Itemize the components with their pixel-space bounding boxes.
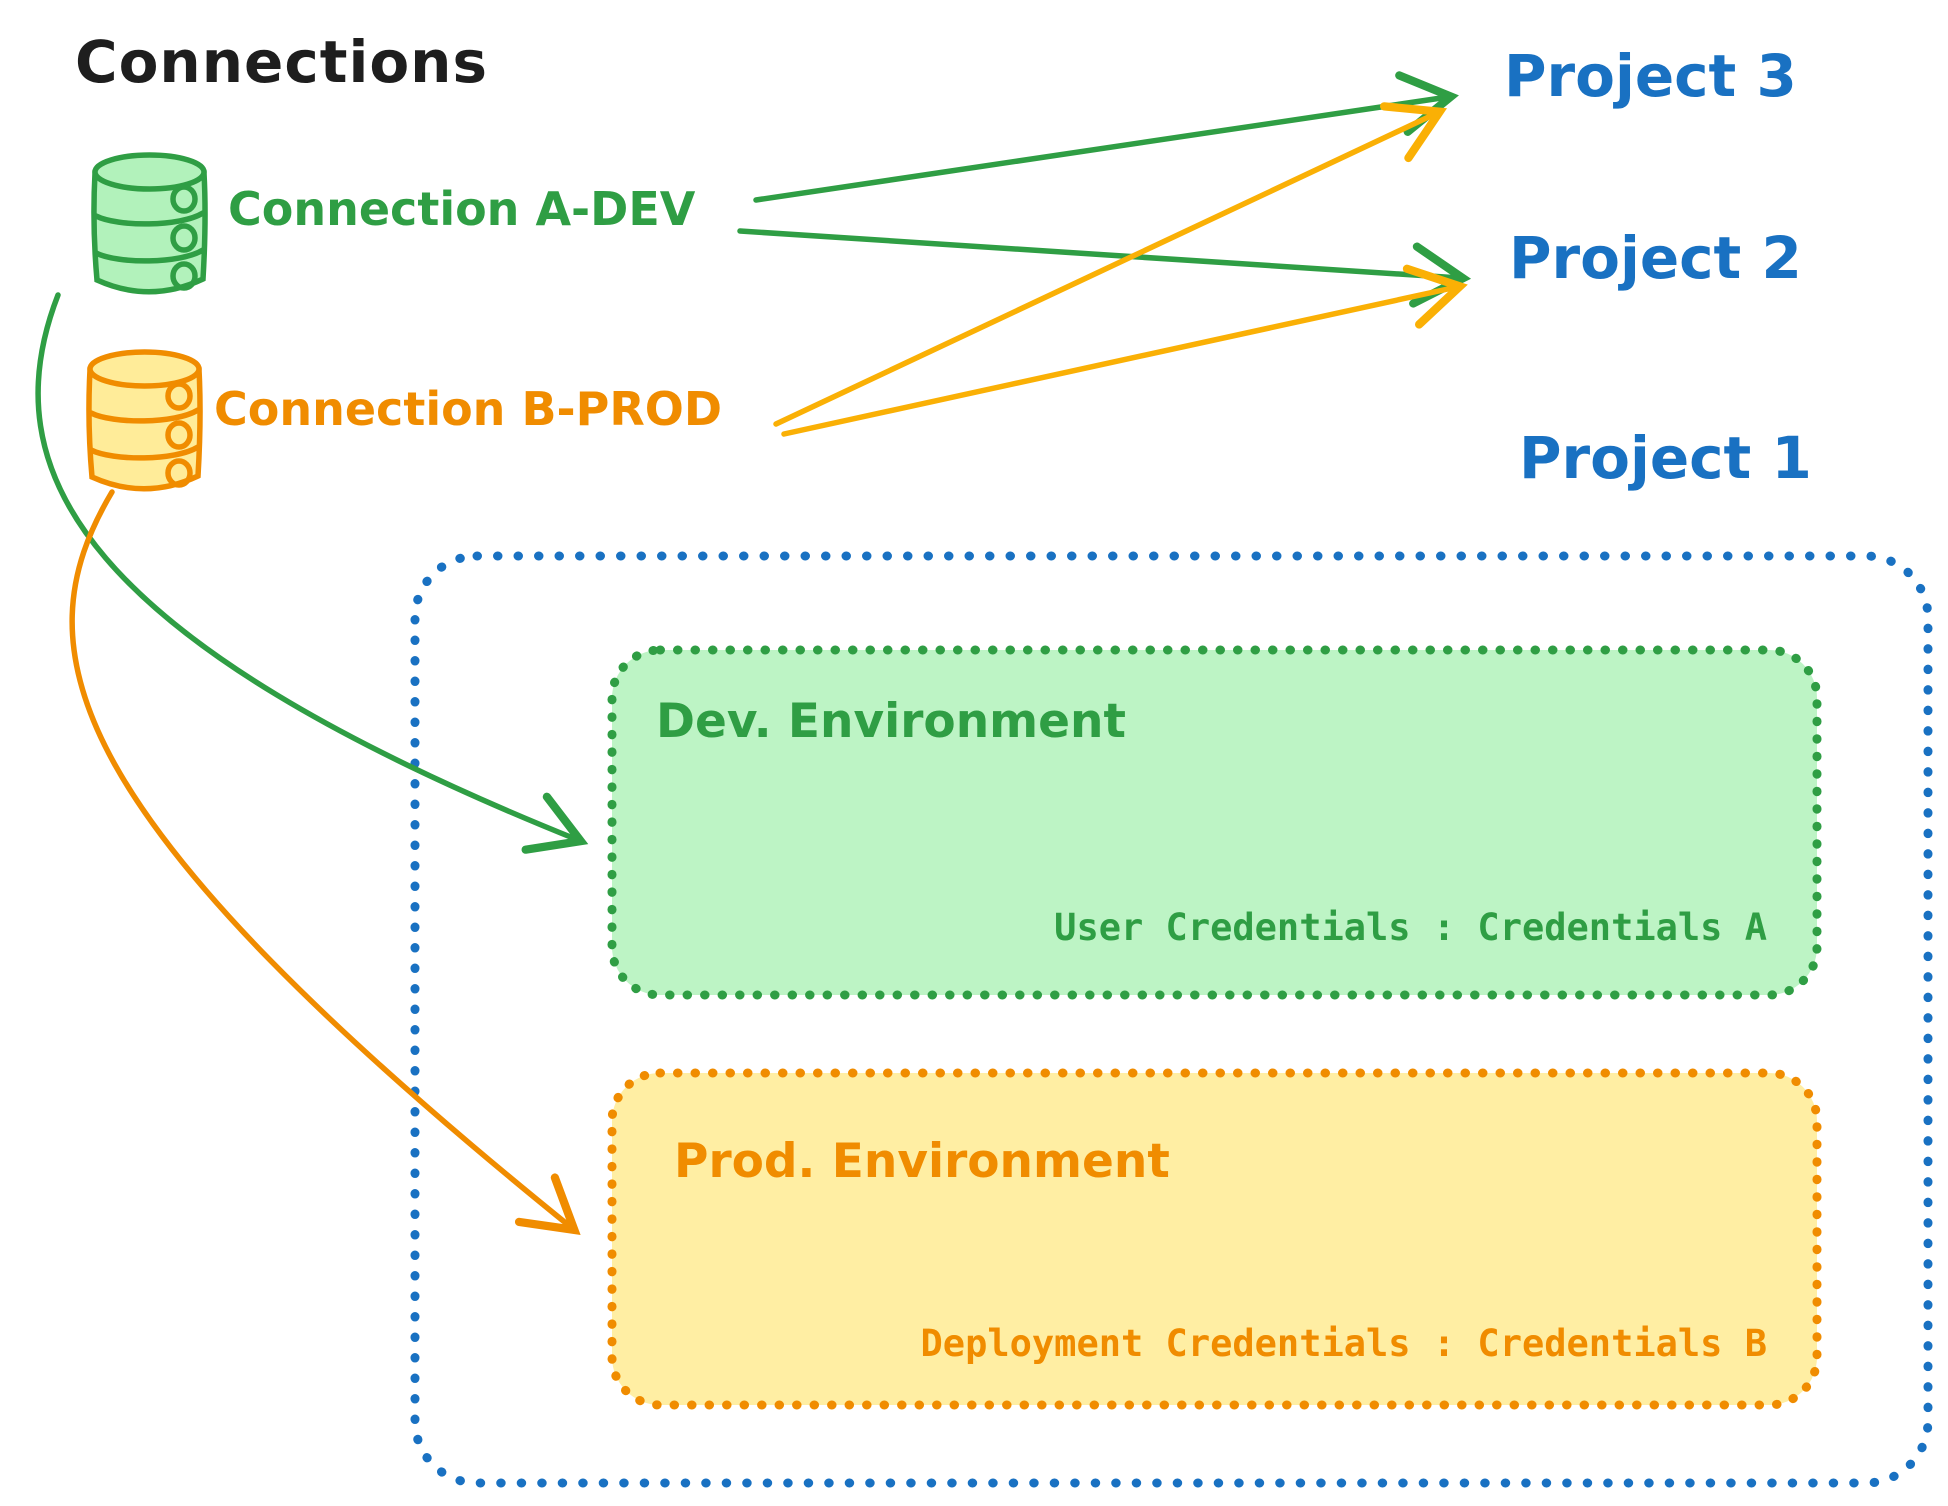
arrow-b-prod-to-project-2: [781, 264, 1468, 437]
dev-environment-credentials: User Credentials : Credentials A: [1054, 906, 1767, 949]
database-icon-b-prod: [86, 349, 203, 492]
arrow-b-prod-to-prod-environment: [69, 489, 581, 1235]
arrow-a-dev-to-project-2: [737, 228, 1472, 308]
prod-environment-title: Prod. Environment: [674, 1134, 1170, 1189]
prod-environment-box: [607, 1068, 1822, 1410]
connection-b-prod-label: Connection B-PROD: [214, 382, 723, 436]
project-3-label: Project 3: [1504, 42, 1797, 110]
connection-a-dev-label: Connection A-DEV: [228, 182, 696, 236]
project-1-container-box: [410, 551, 1933, 1488]
dev-environment-title: Dev. Environment: [656, 694, 1126, 749]
arrow-a-dev-to-dev-environment: [35, 292, 589, 854]
project-1-label: Project 1: [1519, 424, 1812, 492]
arrow-b-prod-to-project-3: [773, 102, 1448, 427]
arrow-a-dev-to-project-3: [753, 71, 1459, 203]
prod-environment-credentials: Deployment Credentials : Credentials B: [920, 1322, 1767, 1365]
dev-environment-box: [607, 645, 1822, 1000]
project-2-label: Project 2: [1509, 224, 1802, 292]
diagram-title: Connections: [75, 28, 488, 96]
database-icon-a-dev: [91, 152, 208, 295]
